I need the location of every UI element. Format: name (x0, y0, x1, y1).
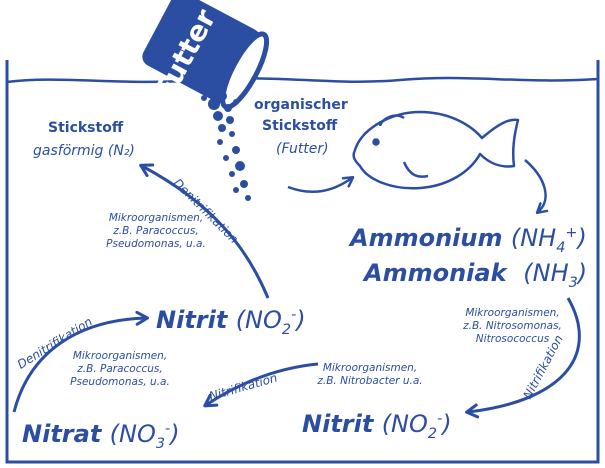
microbes-denit-upper: Mikroorganismen, z.B. Paracoccus, Pseudo… (106, 212, 206, 250)
nitrit-lower-label: Nitrit (NO2-) (302, 410, 452, 442)
organic-nitrogen-line3: (Futter) (276, 141, 329, 157)
tank-outline (5, 60, 600, 464)
nitrogen-gas-formula: gasförmig (N₂) (33, 143, 135, 159)
arrow-food-to-fish (287, 176, 355, 194)
food-pellets (201, 83, 251, 201)
organic-nitrogen-line1: organischer (254, 97, 348, 113)
ammoniak-label: Ammoniak (NH3) (364, 259, 588, 291)
arrow-nitrit-to-nitrat (203, 362, 319, 408)
fish-icon (352, 110, 520, 190)
microbes-denit-lower: Mikroorganismen, z.B. Paracoccus, Pseudo… (70, 350, 170, 388)
food-can-icon (142, 0, 270, 110)
nitrit-upper-label: Nitrit (NO2-) (156, 306, 306, 338)
nitrat-label: Nitrat (NO3-) (22, 420, 180, 452)
water-surface (6, 76, 599, 84)
microbes-nitrosomonas: Mikroorganismen, z.B. Nitrosomonas, Nitr… (463, 307, 562, 345)
arrow-nitrit-to-stickstoff (139, 163, 270, 299)
nitrogen-gas-title: Stickstoff (48, 120, 124, 136)
ammonium-label: Ammonium (NH4+) (350, 224, 587, 256)
arrow-nitrat-to-nitrit (12, 310, 149, 413)
microbes-nitrobacter: Mikroorganismen, z.B. Nitrobacter u.a. (317, 362, 423, 387)
arrow-ammonium-to-nitrit (465, 297, 581, 419)
arrow-fish-to-ammonium (524, 159, 549, 215)
organic-nitrogen-line2: Stickstoff (262, 118, 338, 134)
